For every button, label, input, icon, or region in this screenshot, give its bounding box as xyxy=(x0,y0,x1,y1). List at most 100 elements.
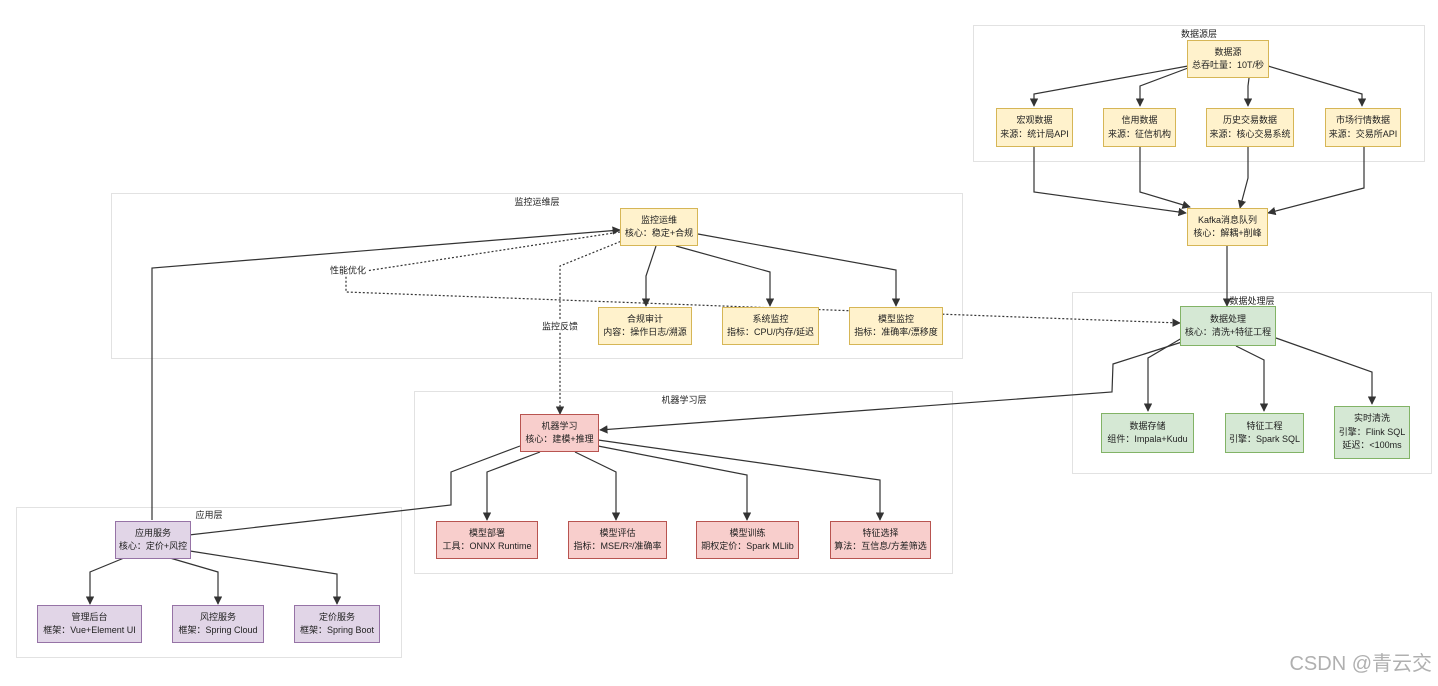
edge-monitor-ml-feedback xyxy=(555,239,625,415)
node-sub: 框架：Spring Boot xyxy=(299,625,375,635)
node-title: 模型部署 xyxy=(468,527,505,538)
node-title: 定价服务 xyxy=(318,611,355,622)
node-title: 监控运维 xyxy=(640,214,677,225)
node-title: 模型训练 xyxy=(729,527,766,538)
node-sub: 引擎：Spark SQL xyxy=(1228,434,1301,444)
node-processing[interactable]: 数据处理 核心：清洗+特征工程 xyxy=(1180,306,1276,346)
node-title: 特征工程 xyxy=(1246,420,1283,431)
node-training[interactable]: 模型训练 期权定价：Spark MLlib xyxy=(696,521,799,559)
node-risk[interactable]: 风控服务 框架：Spring Cloud xyxy=(172,605,264,643)
node-title: 特征选择 xyxy=(862,527,899,538)
edge-ml-featuresel xyxy=(597,439,885,521)
node-title: 实时清洗 xyxy=(1353,413,1390,424)
node-sub: 组件：Impala+Kudu xyxy=(1107,434,1188,444)
node-deploy[interactable]: 模型部署 工具：ONNX Runtime xyxy=(436,521,538,559)
edge-monitor-audit xyxy=(641,245,657,307)
node-title: 数据处理 xyxy=(1209,313,1246,324)
node-sub: 来源：核心交易系统 xyxy=(1209,128,1291,139)
edge-macro-kafka xyxy=(1033,147,1187,217)
node-app[interactable]: 应用服务 核心：定价+风控 xyxy=(115,521,191,559)
node-sub2: 延迟：<100ms xyxy=(1342,440,1402,451)
node-sub: 核心：解耦+削峰 xyxy=(1193,228,1262,238)
edge-credit-kafka xyxy=(1139,147,1191,209)
edge-label-perf: 性能优化 xyxy=(328,263,368,277)
edge-datasource-macro xyxy=(1029,65,1189,107)
edge-app-pricing xyxy=(189,550,342,605)
node-sub: 工具：ONNX Runtime xyxy=(442,541,532,551)
processing-layer-title: 数据处理层 xyxy=(1229,296,1275,306)
node-sysmon[interactable]: 系统监控 指标：CPU/内存/延迟 xyxy=(722,307,819,345)
node-title: 数据存储 xyxy=(1129,420,1166,431)
node-feature-selection[interactable]: 特征选择 算法：互信息/方差筛选 xyxy=(830,521,931,559)
edge-datasource-market xyxy=(1267,65,1367,107)
edge-monitor-modelmon xyxy=(697,233,901,307)
edge-processing-feature xyxy=(1235,345,1269,412)
node-sub: 总吞吐量：10T/秒 xyxy=(1191,60,1264,70)
node-credit[interactable]: 信用数据 来源：征信机构 xyxy=(1103,108,1176,147)
node-sub: 算法：互信息/方差筛选 xyxy=(834,541,927,551)
node-admin[interactable]: 管理后台 框架：Vue+Element UI xyxy=(37,605,142,643)
node-title: 市场行情数据 xyxy=(1335,115,1390,125)
node-monitor[interactable]: 监控运维 核心：稳定+合规 xyxy=(620,208,698,246)
watermark-text: CSDN @青云交 xyxy=(1289,653,1432,675)
node-title: 模型评估 xyxy=(599,527,636,538)
node-title: 历史交易数据 xyxy=(1222,115,1277,125)
edge-processing-realtime xyxy=(1275,337,1377,405)
node-title: 管理后台 xyxy=(71,611,108,622)
node-sub: 来源：统计局API xyxy=(1000,128,1069,139)
node-sub: 指标：准确率/漂移度 xyxy=(854,327,938,337)
edge-label-feedback: 监控反馈 xyxy=(540,319,580,333)
node-sub: 指标：CPU/内存/延迟 xyxy=(726,327,814,337)
node-modelmon[interactable]: 模型监控 指标：准确率/漂移度 xyxy=(849,307,943,345)
node-macro[interactable]: 宏观数据 来源：统计局API xyxy=(996,108,1073,147)
node-sub: 核心：定价+风控 xyxy=(118,541,188,551)
group-monitor-layer xyxy=(111,193,963,359)
datasource-layer-title: 数据源层 xyxy=(1180,29,1218,39)
node-sub: 期权定价：Spark MLlib xyxy=(701,541,794,551)
node-market[interactable]: 市场行情数据 来源：交易所API xyxy=(1325,108,1401,147)
node-title: 数据源 xyxy=(1214,46,1242,57)
node-sub: 核心：稳定+合规 xyxy=(624,228,694,238)
node-sub: 核心：建模+推理 xyxy=(525,434,594,444)
node-title: 系统监控 xyxy=(752,313,789,324)
monitor-layer-title: 监控运维层 xyxy=(514,197,560,207)
node-title: 信用数据 xyxy=(1121,115,1158,125)
node-title: 合规审计 xyxy=(626,313,663,324)
node-sub: 框架：Spring Cloud xyxy=(178,625,258,635)
edge-ml-training xyxy=(597,445,752,521)
node-title: 机器学习 xyxy=(541,420,578,431)
app-layer-title: 应用层 xyxy=(195,510,223,520)
node-sub: 框架：Vue+Element UI xyxy=(43,625,136,635)
node-sub: 核心：清洗+特征工程 xyxy=(1184,327,1272,337)
ml-layer-title: 机器学习层 xyxy=(661,395,707,405)
node-title: Kafka消息队列 xyxy=(1197,214,1257,225)
node-feature-engineering[interactable]: 特征工程 引擎：Spark SQL xyxy=(1225,413,1304,453)
node-history[interactable]: 历史交易数据 来源：核心交易系统 xyxy=(1206,108,1294,147)
node-sub: 引擎：Flink SQL xyxy=(1338,426,1406,437)
node-pricing[interactable]: 定价服务 框架：Spring Boot xyxy=(294,605,380,643)
edge-ml-evaluate xyxy=(574,451,621,521)
node-title: 宏观数据 xyxy=(1016,115,1053,125)
node-evaluate[interactable]: 模型评估 指标：MSE/R²/准确率 xyxy=(568,521,667,559)
node-realtime[interactable]: 实时清洗 引擎：Flink SQL 延迟：<100ms xyxy=(1334,406,1410,459)
node-sub: 指标：MSE/R²/准确率 xyxy=(573,541,662,551)
node-title: 风控服务 xyxy=(199,611,236,622)
edge-ml-app xyxy=(179,445,521,540)
edge-ml-deploy xyxy=(482,451,541,521)
edge-history-kafka xyxy=(1237,147,1249,209)
node-sub: 来源：交易所API xyxy=(1328,128,1398,139)
node-datasource[interactable]: 数据源 总吞吐量：10T/秒 xyxy=(1187,40,1269,78)
edge-app-admin xyxy=(85,557,125,605)
node-sub: 内容：操作日志/溯源 xyxy=(603,327,687,337)
node-storage[interactable]: 数据存储 组件：Impala+Kudu xyxy=(1101,413,1194,453)
edge-processing-storage xyxy=(1143,337,1183,412)
edge-market-kafka xyxy=(1267,147,1365,216)
node-sub: 来源：征信机构 xyxy=(1107,128,1171,139)
edge-processing-ml xyxy=(599,341,1183,434)
node-ml[interactable]: 机器学习 核心：建模+推理 xyxy=(520,414,599,452)
node-audit[interactable]: 合规审计 内容：操作日志/溯源 xyxy=(598,307,692,345)
node-kafka[interactable]: Kafka消息队列 核心：解耦+削峰 xyxy=(1187,208,1268,246)
node-title: 应用服务 xyxy=(134,527,171,538)
edge-app-risk xyxy=(169,557,223,605)
edge-monitor-sysmon xyxy=(675,245,775,307)
